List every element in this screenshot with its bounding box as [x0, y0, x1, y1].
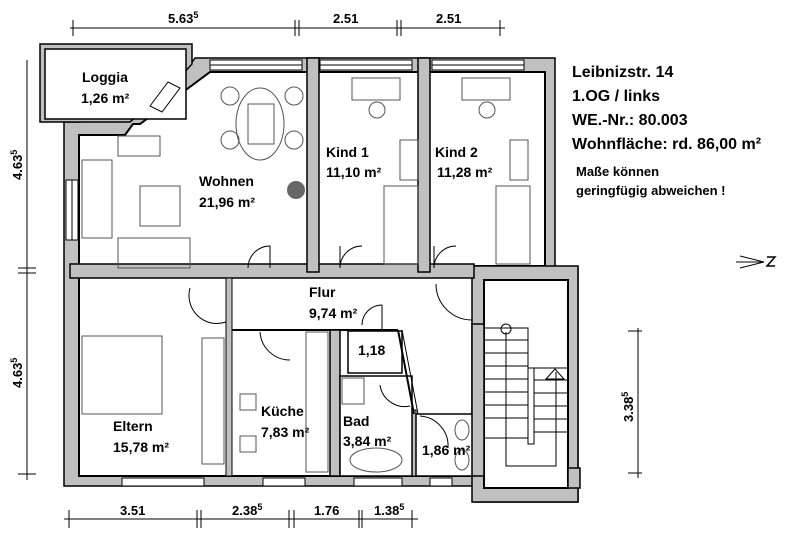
- room-flur-name: Flur: [309, 284, 336, 300]
- dim-bottom-1: 3.51: [120, 503, 145, 518]
- dim-left-2: 4.635: [9, 358, 25, 388]
- room-kind1-name: Kind 1: [326, 144, 369, 160]
- staircase: [483, 323, 568, 467]
- disclaimer-line2: geringfügig abweichen !: [576, 183, 726, 198]
- north-arrow-icon: [736, 255, 777, 269]
- room-loggia-area: 1,26 m²: [81, 90, 130, 106]
- room-bad-name: Bad: [343, 413, 369, 429]
- dim-left-1: 4.635: [9, 150, 25, 180]
- room-wc-area: 1,86 m²: [422, 442, 471, 458]
- room-wohnen-area: 21,96 m²: [199, 194, 255, 210]
- room-wohnen-name: Wohnen: [199, 173, 254, 189]
- dimension-top: 5.635 2.51 2.51: [70, 10, 505, 36]
- dimension-left: 4.635 4.635: [9, 60, 36, 480]
- room-kind2-area: 11,28 m²: [437, 164, 493, 180]
- dim-top-1: 5.635: [168, 10, 198, 26]
- interior-walls: [69, 57, 485, 477]
- dim-top-3: 2.51: [436, 11, 461, 26]
- room-kueche-area: 7,83 m²: [261, 424, 310, 440]
- furniture: [81, 77, 531, 473]
- info-block: Leibnizstr. 14 1.OG / links WE.-Nr.: 80.…: [572, 64, 761, 198]
- disclaimer-line1: Maße können: [576, 164, 659, 179]
- room-bad-area: 3,84 m²: [343, 433, 392, 449]
- address: Leibnizstr. 14: [572, 64, 673, 81]
- room-flur-area: 9,74 m²: [309, 305, 358, 321]
- dim-bottom-4: 1.385: [374, 502, 404, 518]
- room-labels: Loggia 1,26 m² Wohnen 21,96 m² Kind 1 11…: [81, 69, 493, 458]
- floor-label: 1.OG / links: [572, 88, 660, 105]
- living-area: Wohnfläche: rd. 86,00 m²: [572, 136, 761, 153]
- room-eltern-name: Eltern: [113, 418, 153, 434]
- windows: [65, 59, 525, 487]
- stair-direction-icon: [544, 368, 566, 380]
- dimension-right: 3.385: [620, 328, 642, 478]
- room-kueche-name: Küche: [261, 403, 304, 419]
- doors: [188, 245, 473, 449]
- room-eltern-area: 15,78 m²: [113, 439, 169, 455]
- dimension-bottom: 3.51 2.385 1.76 1.385: [64, 502, 418, 528]
- dim-bottom-2: 2.385: [232, 502, 262, 518]
- unit-number: WE.-Nr.: 80.003: [572, 112, 688, 129]
- dim-top-2: 2.51: [333, 11, 358, 26]
- room-loggia-name: Loggia: [82, 69, 128, 85]
- dim-right-1: 3.385: [620, 392, 636, 422]
- room-kind2-name: Kind 2: [435, 144, 478, 160]
- room-abstell-area: 1,18: [358, 342, 385, 358]
- room-kind1-area: 11,10 m²: [326, 164, 382, 180]
- dim-bottom-3: 1.76: [314, 503, 339, 518]
